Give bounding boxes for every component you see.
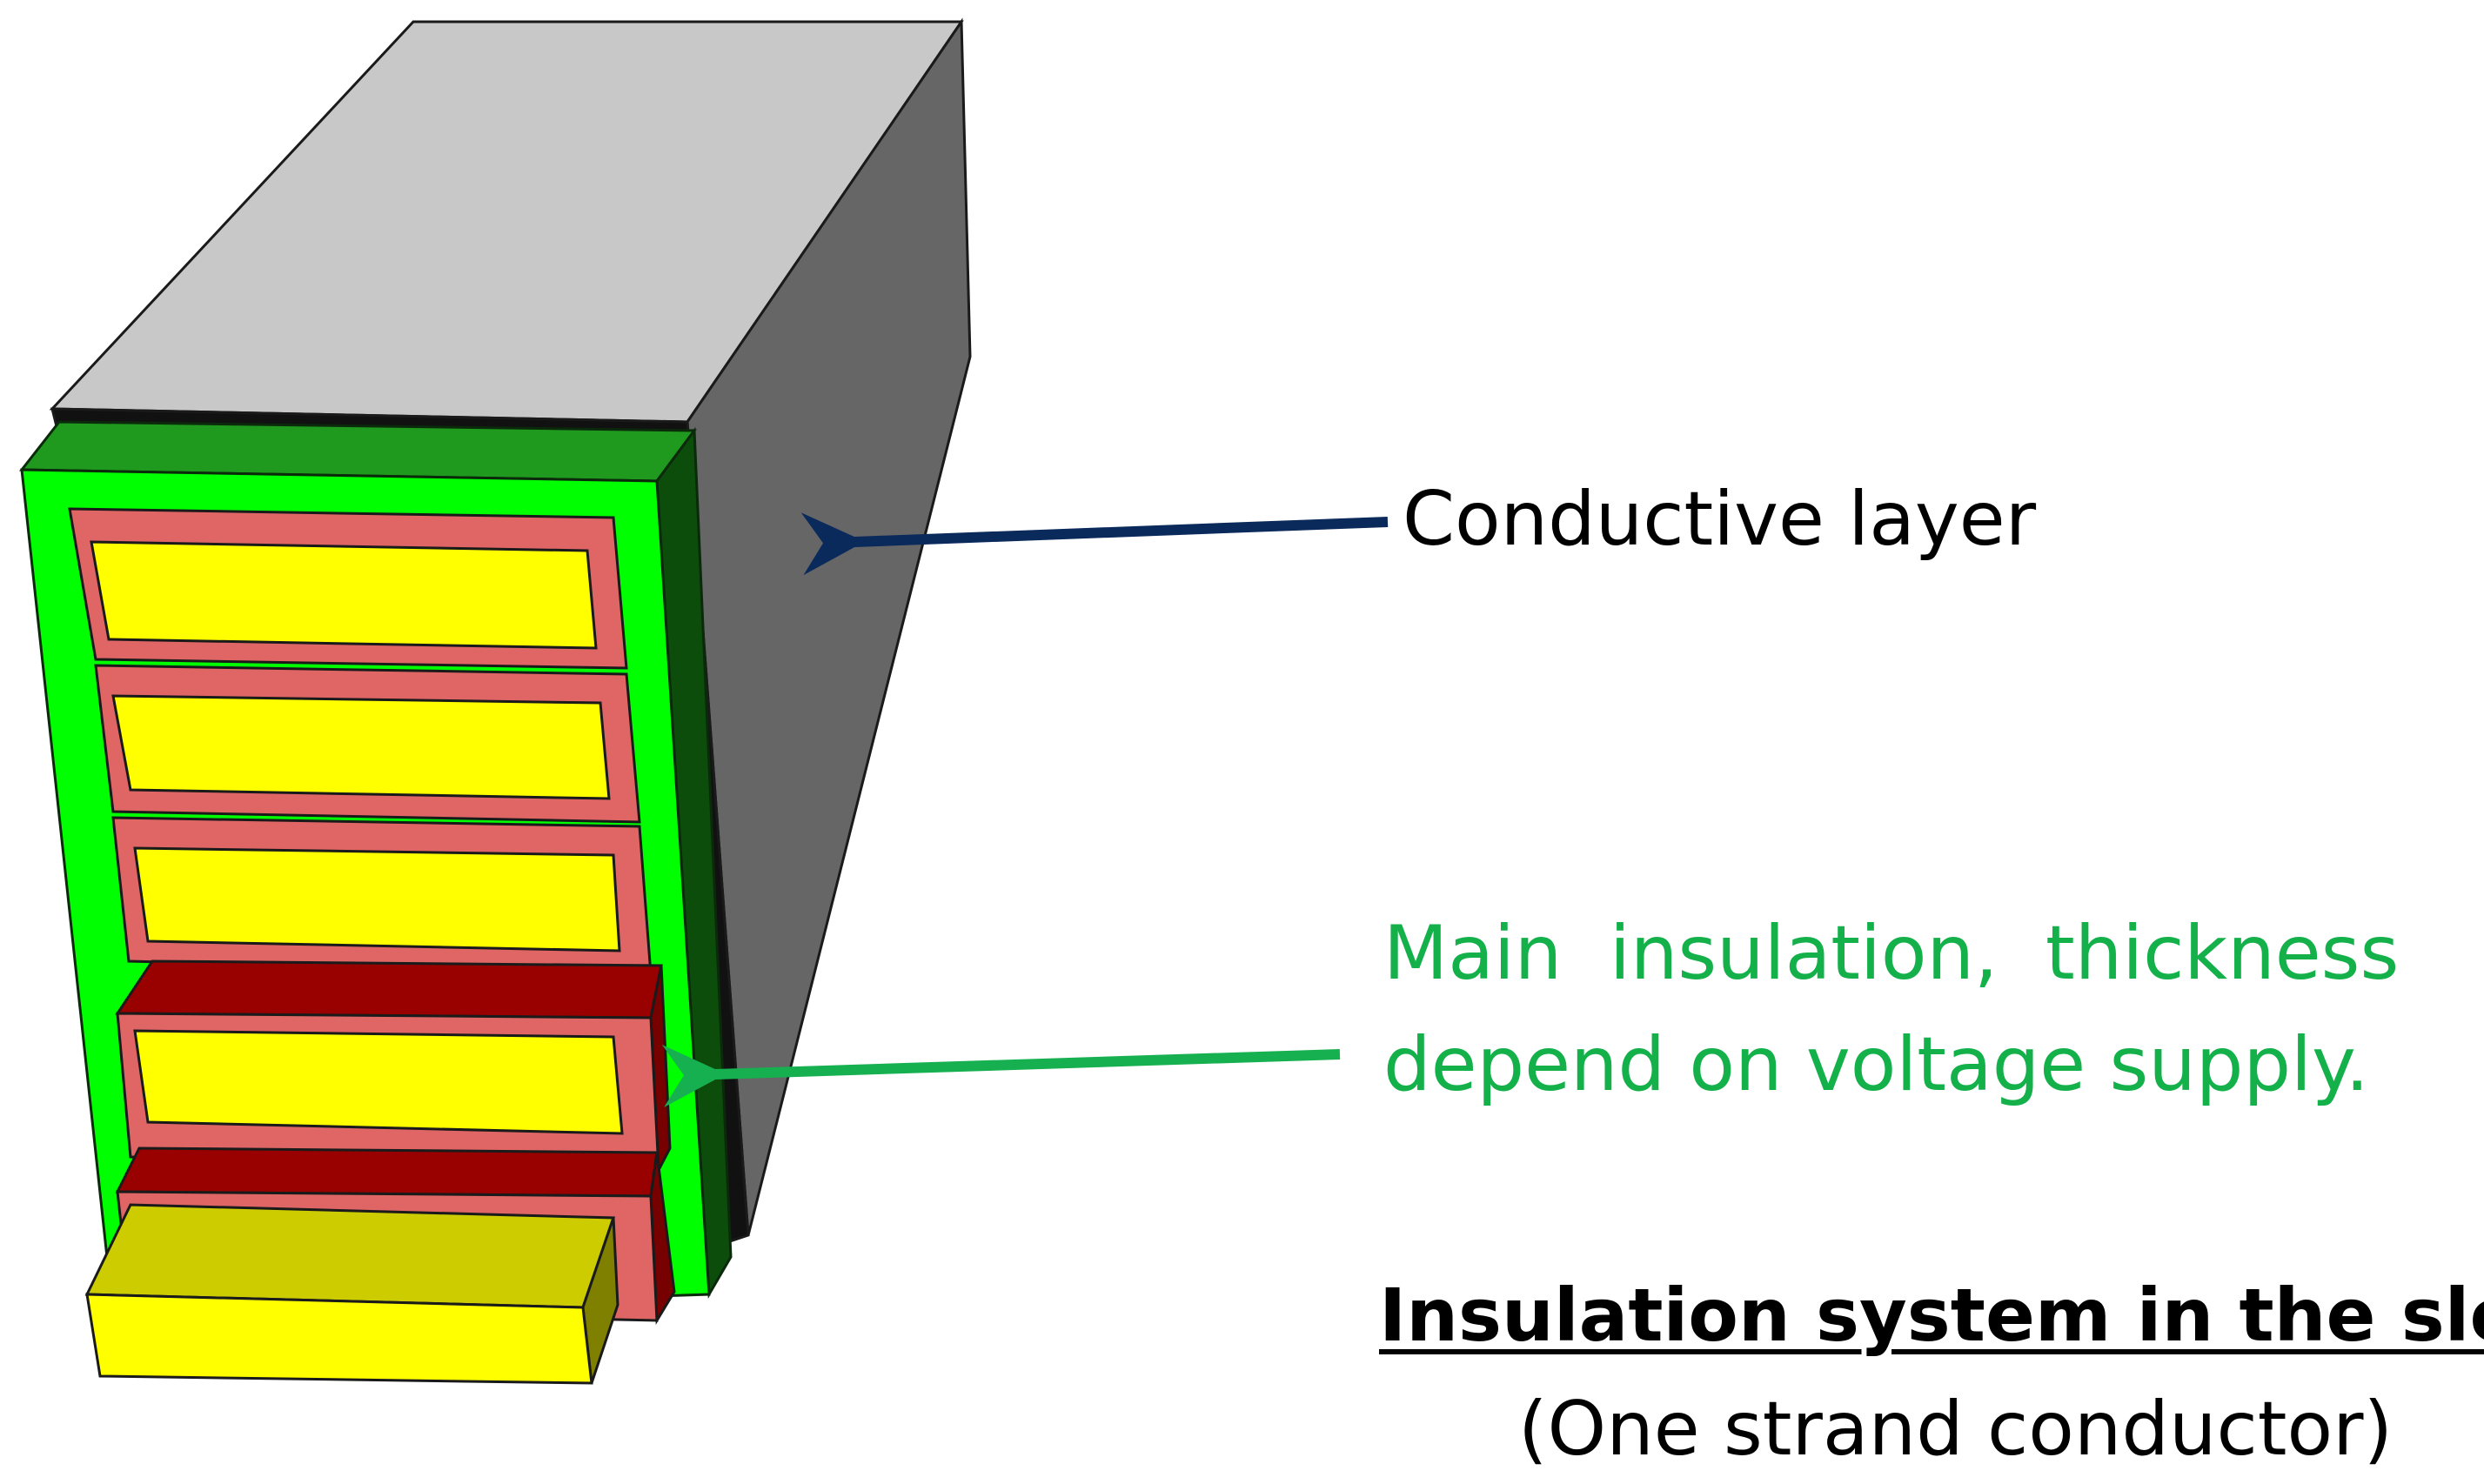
strand-insulation-4-top (115, 959, 663, 1019)
strand-conductor-4 (133, 1029, 624, 1135)
strand-conductor-2 (111, 694, 611, 800)
strand-conductors (84, 540, 624, 1385)
diagram-subtitle: (One strand conductor) (1518, 1386, 2394, 1473)
diagram-title: Insulation system in the slot (1379, 1273, 2484, 1358)
main-insulation-arrow (661, 1044, 1341, 1107)
strand-conductor-3 (133, 846, 621, 953)
main-insulation-label: Main insulation, thickness depend on vol… (1383, 898, 2399, 1120)
conductive-layer-label: Conductive layer (1403, 476, 2037, 563)
strand-conductor-5-top (84, 1203, 616, 1309)
main-insulation-label-line2: depend on voltage supply. (1383, 1021, 2369, 1108)
strand-conductor-1 (90, 540, 598, 650)
main-insulation-label-line1: Main insulation, thickness (1383, 910, 2400, 997)
strand-conductor-5-front (85, 1293, 593, 1385)
strand-insulation-5-top (115, 1146, 659, 1198)
conductive-layer-arrow (800, 512, 1389, 576)
